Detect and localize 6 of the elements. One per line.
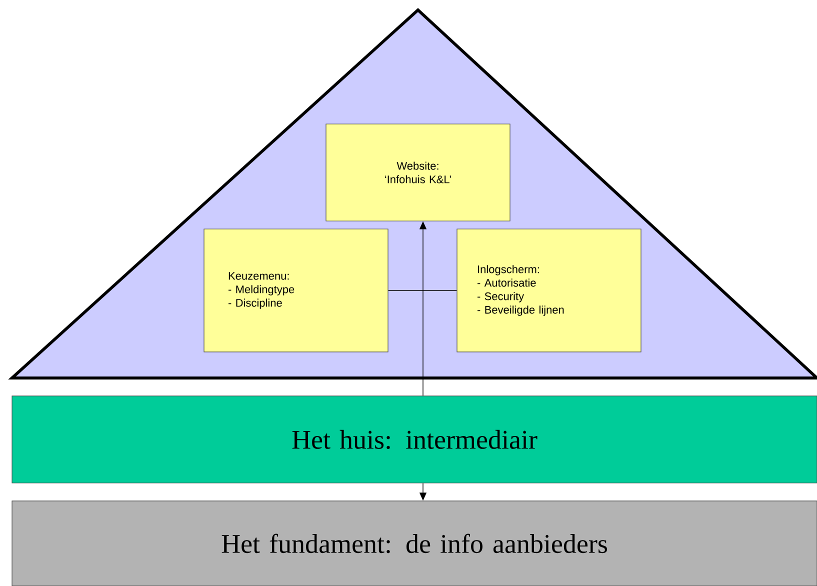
text-box: Website: ‘Infohuis K&L’: [326, 124, 510, 222]
text-box: Keuzemenu: - Meldingtype - Discipline: [204, 228, 388, 352]
foundation-band: Het fundament: de info aanbieders: [12, 500, 817, 586]
connector: [388, 290, 458, 291]
text-box: Inlogscherm: - Autorisatie - Security - Beveiligde lijnen: [456, 228, 642, 352]
wall-band: Het huis: intermediair: [12, 396, 817, 484]
